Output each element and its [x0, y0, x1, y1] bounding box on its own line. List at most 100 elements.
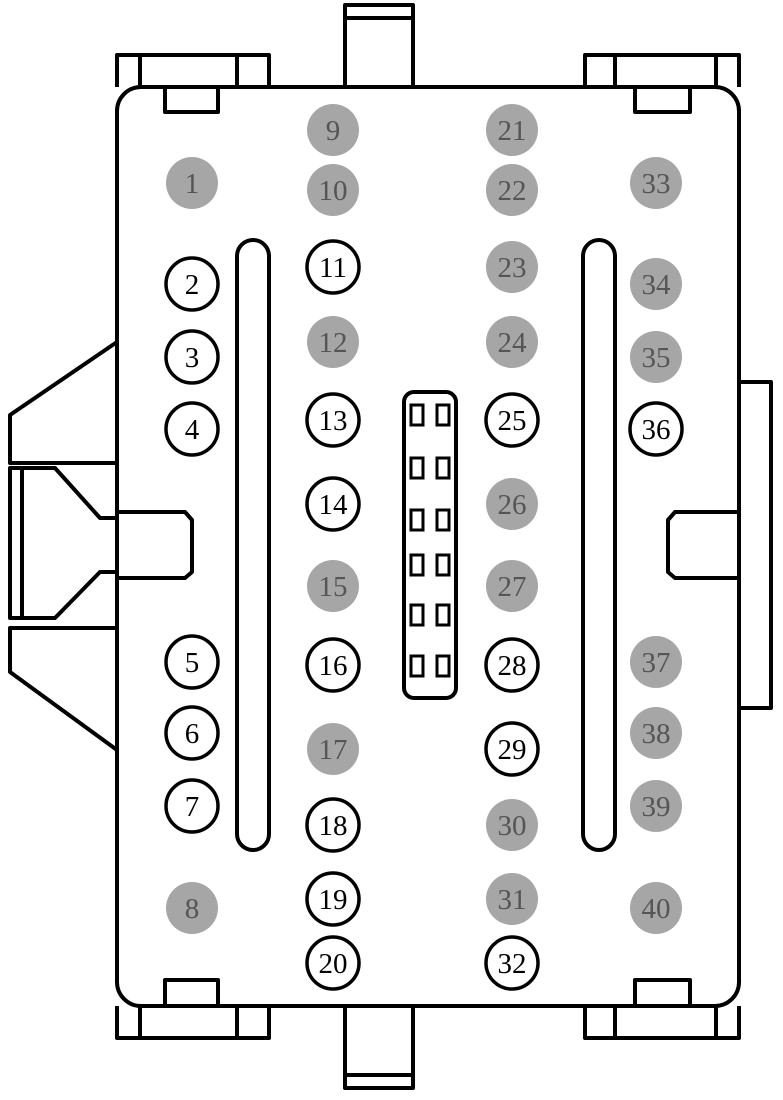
pin-13: 13 [305, 392, 361, 448]
pin-28: 28 [484, 637, 540, 693]
pin-circle [305, 797, 361, 853]
pin-circle [486, 316, 538, 368]
pin-31: 31 [486, 873, 538, 925]
pin-circle [307, 316, 359, 368]
pin-9: 9 [307, 104, 359, 156]
pin-27: 27 [486, 560, 538, 612]
top-right-tab [583, 53, 741, 114]
pin-label: 17 [319, 734, 348, 766]
pins-layer: 1234567891011121314151617181920212223242… [164, 104, 684, 991]
pin-circle [486, 560, 538, 612]
pin-label: 21 [498, 115, 527, 147]
pin-40: 40 [630, 882, 682, 934]
pin-label: 11 [319, 252, 347, 284]
pin-circle [166, 882, 218, 934]
pin-circle [484, 392, 540, 448]
pin-label: 33 [642, 168, 671, 200]
pin-circle [305, 637, 361, 693]
pin-4: 4 [164, 401, 220, 457]
pin-label: 4 [185, 414, 200, 446]
pin-circle [305, 476, 361, 532]
pin-circle [486, 873, 538, 925]
pin-circle [484, 721, 540, 777]
pin-38: 38 [630, 707, 682, 759]
key-cavity [435, 553, 451, 577]
key-cavity [409, 553, 425, 577]
pin-32: 32 [484, 935, 540, 991]
pin-label: 8 [185, 893, 200, 925]
pin-8: 8 [166, 882, 218, 934]
key-cavity [435, 603, 451, 627]
pin-label: 3 [185, 342, 200, 374]
pin-label: 12 [319, 327, 348, 359]
pin-circle [484, 637, 540, 693]
key-cavity [435, 456, 451, 480]
key-cavity [435, 403, 451, 427]
pin-label: 37 [642, 647, 671, 679]
pin-circle [164, 256, 220, 312]
bottom-right-tab [583, 978, 741, 1040]
pin-19: 19 [305, 871, 361, 927]
pin-22: 22 [486, 164, 538, 216]
pin-circle [307, 164, 359, 216]
connector-body [115, 85, 741, 1008]
top-left-tab [115, 53, 271, 114]
pin-circle [307, 560, 359, 612]
pin-label: 39 [642, 791, 671, 823]
pin-29: 29 [484, 721, 540, 777]
pin-3: 3 [164, 329, 220, 385]
pin-circle [486, 241, 538, 293]
pin-label: 16 [319, 650, 348, 682]
pin-label: 40 [642, 893, 671, 925]
key-cavity [409, 403, 425, 427]
pin-label: 32 [498, 948, 527, 980]
pin-7: 7 [164, 778, 220, 834]
pin-20: 20 [305, 935, 361, 991]
pin-1: 1 [166, 157, 218, 209]
key-cavity [435, 508, 451, 532]
pin-18: 18 [305, 797, 361, 853]
pin-label: 14 [319, 489, 349, 521]
key-cavity [409, 456, 425, 480]
pin-circle [164, 329, 220, 385]
pin-11: 11 [305, 239, 361, 295]
pin-2: 2 [164, 256, 220, 312]
pin-circle [164, 778, 220, 834]
pin-circle [630, 157, 682, 209]
pin-36: 36 [628, 401, 684, 457]
pin-label: 24 [498, 327, 528, 359]
pin-label: 25 [498, 405, 527, 437]
pin-12: 12 [307, 316, 359, 368]
pin-circle [630, 882, 682, 934]
pin-label: 20 [319, 948, 348, 980]
pin-label: 10 [319, 175, 348, 207]
pin-35: 35 [630, 331, 682, 383]
pin-label: 22 [498, 175, 527, 207]
pin-circle [166, 157, 218, 209]
pin-circle [307, 723, 359, 775]
pin-label: 7 [185, 791, 200, 823]
pin-34: 34 [630, 258, 682, 310]
pin-label: 27 [498, 571, 527, 603]
pin-circle [628, 401, 684, 457]
pin-26: 26 [486, 478, 538, 530]
pin-24: 24 [486, 316, 538, 368]
bottom-latch [343, 1004, 415, 1090]
pin-circle [305, 935, 361, 991]
pin-6: 6 [164, 705, 220, 761]
pin-circle [484, 935, 540, 991]
key-cavities [409, 403, 451, 678]
pin-label: 13 [319, 405, 348, 437]
key-cavity [409, 654, 425, 678]
key-cavity [409, 508, 425, 532]
pin-circle [630, 331, 682, 383]
pin-39: 39 [630, 780, 682, 832]
pin-label: 29 [498, 734, 527, 766]
pin-circle [305, 392, 361, 448]
pin-circle [307, 104, 359, 156]
pin-circle [486, 799, 538, 851]
pin-14: 14 [305, 476, 361, 532]
pin-5: 5 [164, 634, 220, 690]
pin-30: 30 [486, 799, 538, 851]
pin-label: 36 [642, 414, 671, 446]
